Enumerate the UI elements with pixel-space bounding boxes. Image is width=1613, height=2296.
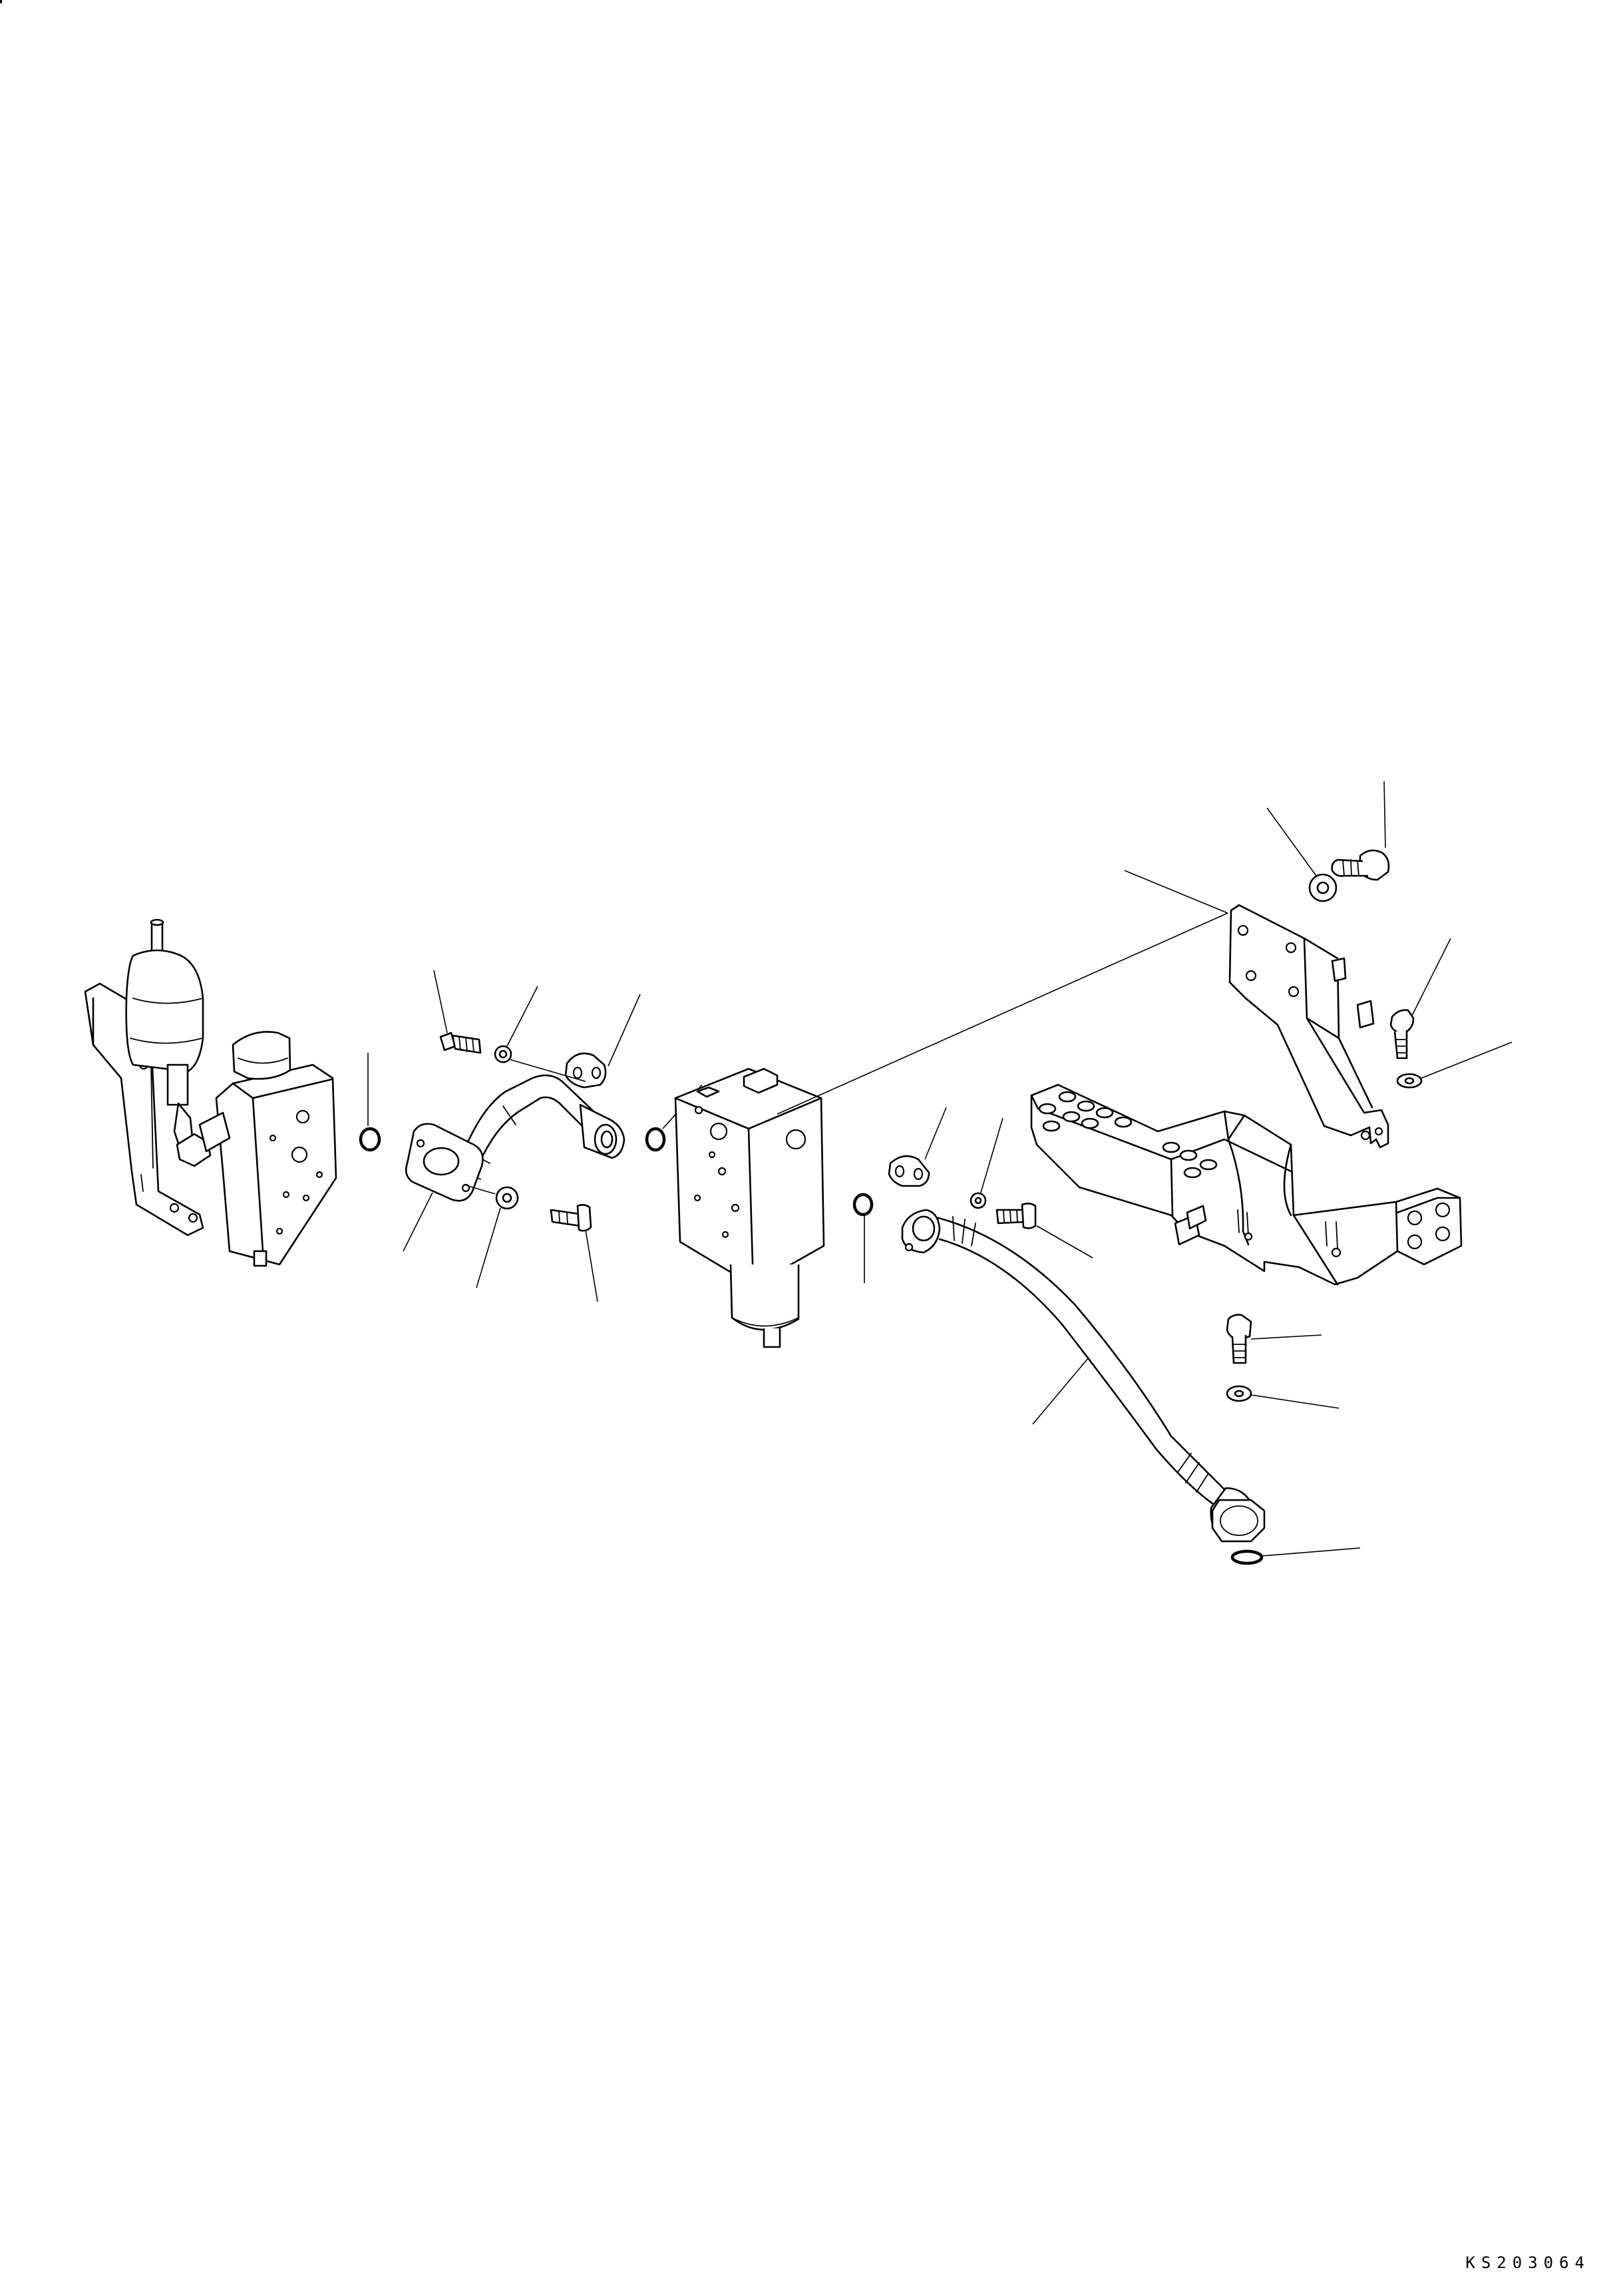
washer-2 <box>465 1185 519 1288</box>
washer-5 <box>1396 1042 1513 1089</box>
washer-3 <box>1226 1385 1340 1409</box>
valve-block <box>198 1031 337 1267</box>
bolt-3 <box>995 1203 1093 1258</box>
line-filter <box>674 912 1228 1348</box>
hydraulic-hose <box>901 1209 1266 1543</box>
o-ring-1 <box>359 1053 381 1152</box>
bent-tube <box>405 1074 626 1202</box>
bolt-1 <box>433 970 482 1054</box>
main-frame <box>1030 1083 1463 1286</box>
flange-gasket <box>403 1192 433 1252</box>
filter-mounting-bracket <box>1124 870 1389 1149</box>
accumulator <box>125 918 212 1167</box>
bolt-6 <box>1389 938 1451 1059</box>
bolt-4 <box>1226 1314 1322 1364</box>
drawing-code: KS203064 <box>1465 2253 1590 2272</box>
o-ring-3 <box>852 1193 874 1283</box>
spring-washer-2 <box>970 1117 1003 1209</box>
spring-washer-1 <box>494 986 586 1082</box>
corner-mark <box>0 0 2 3</box>
frame-bolt-heads <box>1038 1091 1218 1179</box>
bolt-5 <box>1331 781 1390 881</box>
o-ring-4 <box>1230 1547 1361 1565</box>
washer-4 <box>1266 807 1338 902</box>
flange-clamp-half-1 <box>564 994 641 1089</box>
bolt-2 <box>550 1204 598 1302</box>
flange-clamp-half-2 <box>888 1107 947 1187</box>
